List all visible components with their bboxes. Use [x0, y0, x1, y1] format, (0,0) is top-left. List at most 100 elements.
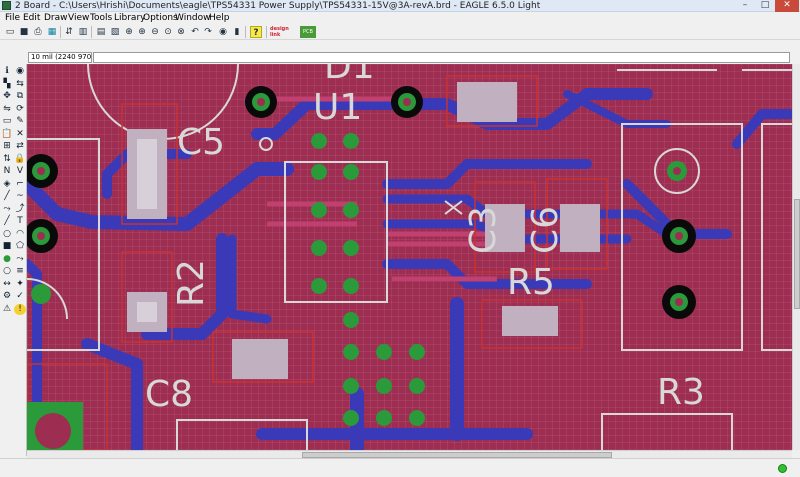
arc-icon[interactable]: ◠: [16, 228, 24, 239]
help-icon[interactable]: ?: [250, 26, 262, 38]
zoom-select-icon[interactable]: ⊗: [177, 27, 185, 37]
silkscreen-labels: U1 D1 C5 R2 C8 R3 R5 C3 C6: [145, 64, 705, 415]
pinswap-icon[interactable]: ⇄: [16, 141, 24, 151]
circle-icon[interactable]: ○: [3, 228, 11, 239]
save-icon[interactable]: ■: [19, 27, 29, 37]
eagle-app-icon: [2, 1, 11, 10]
board-drawing[interactable]: U1 D1 C5 R2 C8 R3 R5 C3 C6: [27, 64, 792, 450]
status-bar: [0, 458, 800, 477]
board-icon[interactable]: ▤: [96, 27, 106, 37]
toolbar-separator: [91, 26, 92, 38]
rect-icon[interactable]: ■: [2, 241, 12, 251]
erc-icon[interactable]: ✓: [16, 291, 24, 301]
menu-window[interactable]: Window: [175, 13, 211, 23]
route-icon[interactable]: ⤳: [3, 203, 11, 214]
change-icon[interactable]: ✎: [16, 116, 24, 126]
menu-library[interactable]: Library: [114, 13, 146, 23]
board-canvas[interactable]: U1 D1 C5 R2 C8 R3 R5 C3 C6: [27, 64, 792, 450]
zoom-fit-icon[interactable]: ⊕: [125, 27, 133, 37]
group-icon[interactable]: ▭: [2, 116, 12, 126]
menu-edit[interactable]: Edit: [23, 13, 41, 23]
label-u1: U1: [313, 87, 362, 128]
vertical-scroll-thumb[interactable]: [794, 199, 800, 309]
lock-icon[interactable]: 🔒: [14, 153, 26, 164]
toolbar: ▭ ■ ⎙ ▦ ⇵ ▥ ▤ ▧ ⊕ ⊕ ⊖ ⊙ ⊗ ↶ ↷ ◉ ▮ ? desi…: [0, 24, 800, 40]
maximize-button[interactable]: □: [760, 0, 770, 10]
via-icon[interactable]: ●: [3, 253, 11, 264]
add-icon[interactable]: ⊞: [3, 141, 11, 151]
print-icon[interactable]: ⎙: [34, 27, 42, 37]
value-icon[interactable]: V: [16, 166, 24, 176]
horizontal-scroll-thumb[interactable]: [302, 452, 612, 458]
signal-icon[interactable]: ⤳: [16, 253, 24, 264]
ratsnest-icon[interactable]: ✦: [16, 278, 24, 289]
attribute-icon[interactable]: ≡: [16, 266, 24, 276]
design-link-logo[interactable]: design link: [270, 26, 289, 38]
layers-icon[interactable]: ▧: [110, 27, 120, 37]
close-button[interactable]: ✕: [775, 0, 799, 12]
ulp-icon[interactable]: ⇵: [65, 27, 73, 37]
auto-icon[interactable]: ⚙: [2, 291, 12, 301]
label-c8: C8: [145, 374, 193, 415]
drc-icon[interactable]: ⚠: [2, 303, 12, 314]
display-icon[interactable]: ▚: [3, 78, 11, 89]
redo-icon[interactable]: ↷: [204, 27, 212, 37]
zoom-in-icon[interactable]: ⊕: [138, 27, 146, 37]
replace-icon[interactable]: ⇅: [3, 153, 11, 164]
pcb-service-logo[interactable]: PCB: [300, 26, 316, 38]
ripup-icon[interactable]: ⤴: [15, 203, 25, 214]
label-r5: R5: [507, 262, 555, 303]
delete-icon[interactable]: ✕: [16, 128, 24, 139]
text-icon[interactable]: T: [17, 216, 23, 226]
title-bar: 2 Board - C:\Users\Hrishi\Documents\eagl…: [0, 0, 800, 12]
rotate-icon[interactable]: ⟳: [16, 103, 24, 114]
menu-draw[interactable]: Draw: [44, 13, 68, 23]
undo-icon[interactable]: ↶: [191, 27, 199, 37]
move-icon[interactable]: ✥: [3, 91, 11, 101]
stop-icon[interactable]: ◉: [219, 27, 227, 37]
cam-icon[interactable]: ▦: [47, 27, 57, 37]
name-icon[interactable]: N: [3, 166, 11, 176]
errors-icon[interactable]: !: [14, 303, 26, 315]
vias: [311, 133, 425, 426]
smash-icon[interactable]: ◈: [3, 178, 11, 189]
top-copper-traces: [261, 96, 497, 282]
zoom-redraw-icon[interactable]: ⊙: [164, 27, 172, 37]
copy-icon[interactable]: ⧉: [16, 91, 24, 101]
miter-icon[interactable]: ⌐: [16, 178, 24, 189]
hole-icon[interactable]: ○: [3, 266, 11, 276]
horizontal-scrollbar[interactable]: [27, 450, 792, 458]
label-r2: R2: [171, 259, 212, 307]
open-icon[interactable]: ▭: [5, 27, 15, 37]
polygon-icon[interactable]: ⬠: [16, 241, 24, 251]
go-icon[interactable]: ▮: [234, 27, 240, 37]
zoom-out-icon[interactable]: ⊖: [151, 27, 159, 37]
green-pad-square: [27, 402, 83, 450]
menu-tools[interactable]: Tools: [90, 13, 113, 23]
menu-view[interactable]: View: [68, 13, 90, 23]
red-outline-rectangles: [27, 75, 608, 450]
dimension-icon[interactable]: ↔: [3, 278, 11, 289]
mirror-icon[interactable]: ⇋: [3, 103, 11, 114]
optimize-icon[interactable]: ~: [16, 191, 24, 201]
mark-icon[interactable]: ⇆: [16, 78, 24, 89]
command-line-input[interactable]: [93, 52, 790, 63]
split-icon[interactable]: ╱: [4, 191, 10, 201]
vertical-scrollbar[interactable]: [792, 64, 800, 450]
label-c3: C3: [463, 206, 504, 254]
paste-icon[interactable]: 📋: [1, 128, 13, 139]
minimize-button[interactable]: –: [742, 0, 748, 10]
script-icon[interactable]: ▥: [78, 27, 88, 37]
window-title: 2 Board - C:\Users\Hrishi\Documents\eagl…: [15, 1, 541, 11]
info-icon[interactable]: ℹ: [5, 66, 9, 76]
grid-coordinate-readout: 10 mil (2240 970): [28, 52, 92, 63]
toolbar-separator: [60, 26, 61, 38]
menu-help[interactable]: Help: [209, 13, 230, 23]
menu-file[interactable]: File: [5, 13, 21, 23]
silkscreen-outlines: [27, 64, 792, 450]
wire-icon[interactable]: ╱: [4, 216, 10, 226]
show-icon[interactable]: ◉: [16, 66, 24, 76]
label-c5: C5: [177, 122, 225, 163]
menu-options[interactable]: Options: [143, 13, 178, 23]
